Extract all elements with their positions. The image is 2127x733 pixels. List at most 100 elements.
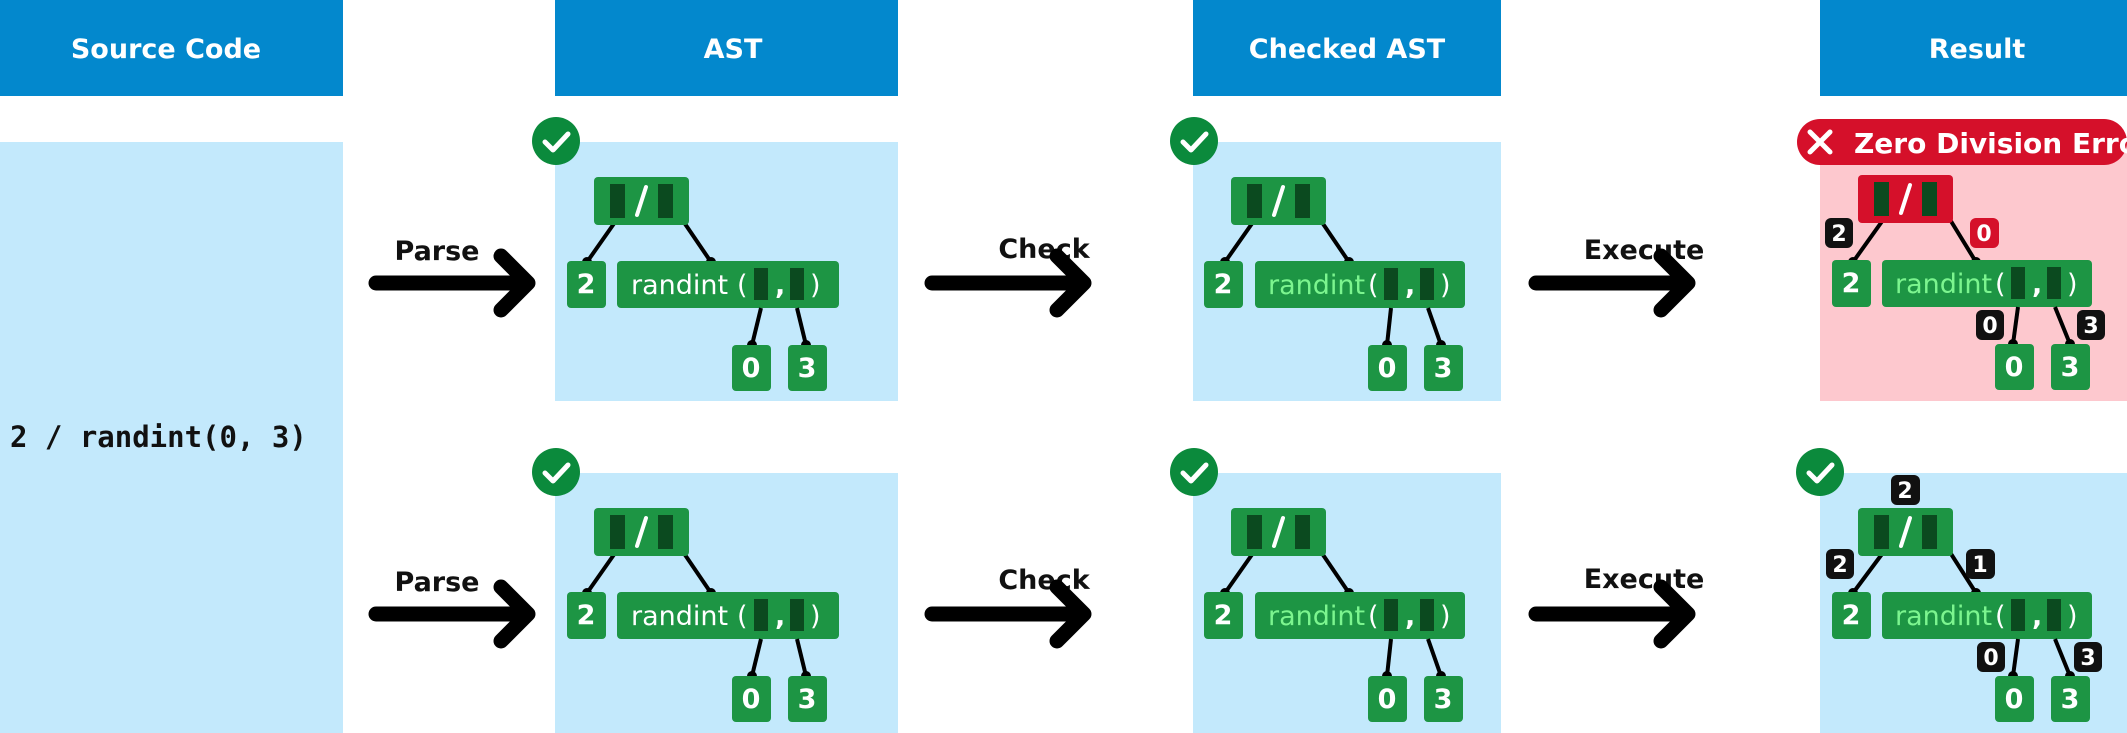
arg-node-3: 3 <box>1424 345 1463 391</box>
header-checked-ast: Checked AST <box>1193 0 1501 96</box>
svg-text:3: 3 <box>798 684 817 715</box>
execute-arrow: Execute <box>1536 564 1704 641</box>
svg-text:3: 3 <box>2061 684 2080 715</box>
arg-node-0: 0 <box>1368 676 1407 722</box>
result-panel-success: 2 2 1 2 randint ( , ) 0 <box>1796 448 2127 733</box>
arg-node-0: 0 <box>1995 676 2034 722</box>
svg-text:,: , <box>1405 270 1415 301</box>
svg-text:0: 0 <box>1982 314 1997 339</box>
value-badge-arg2: 3 <box>2074 642 2102 672</box>
svg-text:randint: randint <box>1268 270 1365 301</box>
check-circle-icon <box>532 448 580 496</box>
call-node: randint ( , ) <box>1255 592 1465 639</box>
svg-text:3: 3 <box>2080 646 2095 671</box>
svg-text:2: 2 <box>1897 479 1912 504</box>
call-node: randint ( , ) <box>617 592 839 639</box>
svg-text:randint: randint <box>1895 269 1992 300</box>
value-badge-right: 0 <box>1970 218 1999 248</box>
call-node: randint ( , ) <box>1882 592 2092 639</box>
svg-text:3: 3 <box>798 353 817 384</box>
svg-text:,: , <box>775 270 785 301</box>
operator-node <box>592 175 691 227</box>
value-badge-arg1: 0 <box>1976 310 2004 340</box>
operator-node <box>1856 506 1955 558</box>
svg-text:0: 0 <box>742 353 761 384</box>
svg-text:0: 0 <box>1378 684 1397 715</box>
call-node: randint ( , ) <box>617 261 839 308</box>
checked-ast-panel: 2 randint ( , ) 0 3 <box>1170 117 1501 401</box>
value-badge-left: 2 <box>1826 549 1854 579</box>
result-panel-error: Zero Division Error 2 0 2 randint ( , ) <box>1797 119 2127 401</box>
header-source-code: Source Code <box>0 0 343 96</box>
svg-text:,: , <box>2032 601 2042 632</box>
arg-node-3: 3 <box>1424 676 1463 722</box>
value-badge-root: 2 <box>1891 475 1920 505</box>
parse-arrow: Parse <box>376 236 528 310</box>
svg-text:(: ( <box>1995 601 2006 632</box>
parse-arrow: Parse <box>376 567 528 641</box>
svg-text:Execute: Execute <box>1584 564 1705 595</box>
arg-node-3: 3 <box>2051 676 2090 722</box>
value-badge-arg1: 0 <box>1977 642 2005 672</box>
arg-node-3: 3 <box>2051 344 2090 390</box>
literal-node: 2 <box>1204 261 1243 308</box>
arg-node-3: 3 <box>788 676 827 722</box>
check-arrow: Check <box>932 565 1091 641</box>
svg-text:randint: randint <box>1895 601 1992 632</box>
svg-text:2: 2 <box>1842 268 1861 299</box>
svg-text:Zero Division Error: Zero Division Error <box>1854 127 2127 160</box>
svg-text:2: 2 <box>577 600 596 631</box>
check-circle-icon <box>1170 117 1218 165</box>
source-code-text: 2 / randint(0, 3) <box>10 420 307 454</box>
svg-text:randint: randint <box>1268 601 1365 632</box>
value-badge-right: 1 <box>1966 549 1995 579</box>
svg-text:Check: Check <box>998 234 1090 265</box>
literal-node: 2 <box>567 592 606 639</box>
svg-text:Parse: Parse <box>395 567 480 598</box>
arg-node-0: 0 <box>1368 345 1407 391</box>
literal-node: 2 <box>567 261 606 308</box>
svg-text:(: ( <box>1995 269 2006 300</box>
operator-node <box>592 506 691 558</box>
svg-text:2: 2 <box>1831 222 1846 247</box>
svg-text:): ) <box>1440 601 1451 632</box>
check-circle-icon <box>1170 448 1218 496</box>
svg-text:0: 0 <box>1976 222 1991 247</box>
svg-text:randint: randint <box>631 270 728 301</box>
arg-node-0: 0 <box>732 345 771 391</box>
arg-node-0: 0 <box>1995 344 2034 390</box>
svg-text:2: 2 <box>577 269 596 300</box>
svg-text:,: , <box>775 601 785 632</box>
svg-text:Execute: Execute <box>1584 235 1705 266</box>
literal-node: 2 <box>1832 592 1871 639</box>
check-arrow: Check <box>932 234 1091 310</box>
svg-text:randint: randint <box>631 601 728 632</box>
svg-text:0: 0 <box>2005 684 2024 715</box>
svg-text:(: ( <box>1368 601 1379 632</box>
arg-node-0: 0 <box>732 676 771 722</box>
literal-node: 2 <box>1832 260 1871 307</box>
svg-text:(: ( <box>737 601 748 632</box>
svg-text:0: 0 <box>1378 353 1397 384</box>
svg-text:Checked AST: Checked AST <box>1249 34 1446 65</box>
svg-text:): ) <box>2067 601 2078 632</box>
svg-text:Source Code: Source Code <box>71 34 261 65</box>
svg-text:): ) <box>810 601 821 632</box>
svg-text:3: 3 <box>2061 352 2080 383</box>
svg-text:,: , <box>1405 601 1415 632</box>
arg-node-3: 3 <box>788 345 827 391</box>
svg-text:3: 3 <box>1434 353 1453 384</box>
close-x-icon <box>1807 129 1833 155</box>
header-ast: AST <box>555 0 898 96</box>
check-circle-icon <box>1796 448 1844 496</box>
svg-text:2: 2 <box>1832 553 1847 578</box>
operator-node <box>1229 506 1328 558</box>
svg-text:AST: AST <box>704 34 763 65</box>
svg-text:2: 2 <box>1842 600 1861 631</box>
svg-text:): ) <box>1440 270 1451 301</box>
svg-text:): ) <box>810 270 821 301</box>
right-arrow-icon <box>1536 587 1688 641</box>
svg-text:Result: Result <box>1929 34 2026 65</box>
svg-text:): ) <box>2067 269 2078 300</box>
ast-panel: 2 randint ( , ) 0 3 <box>532 117 898 401</box>
